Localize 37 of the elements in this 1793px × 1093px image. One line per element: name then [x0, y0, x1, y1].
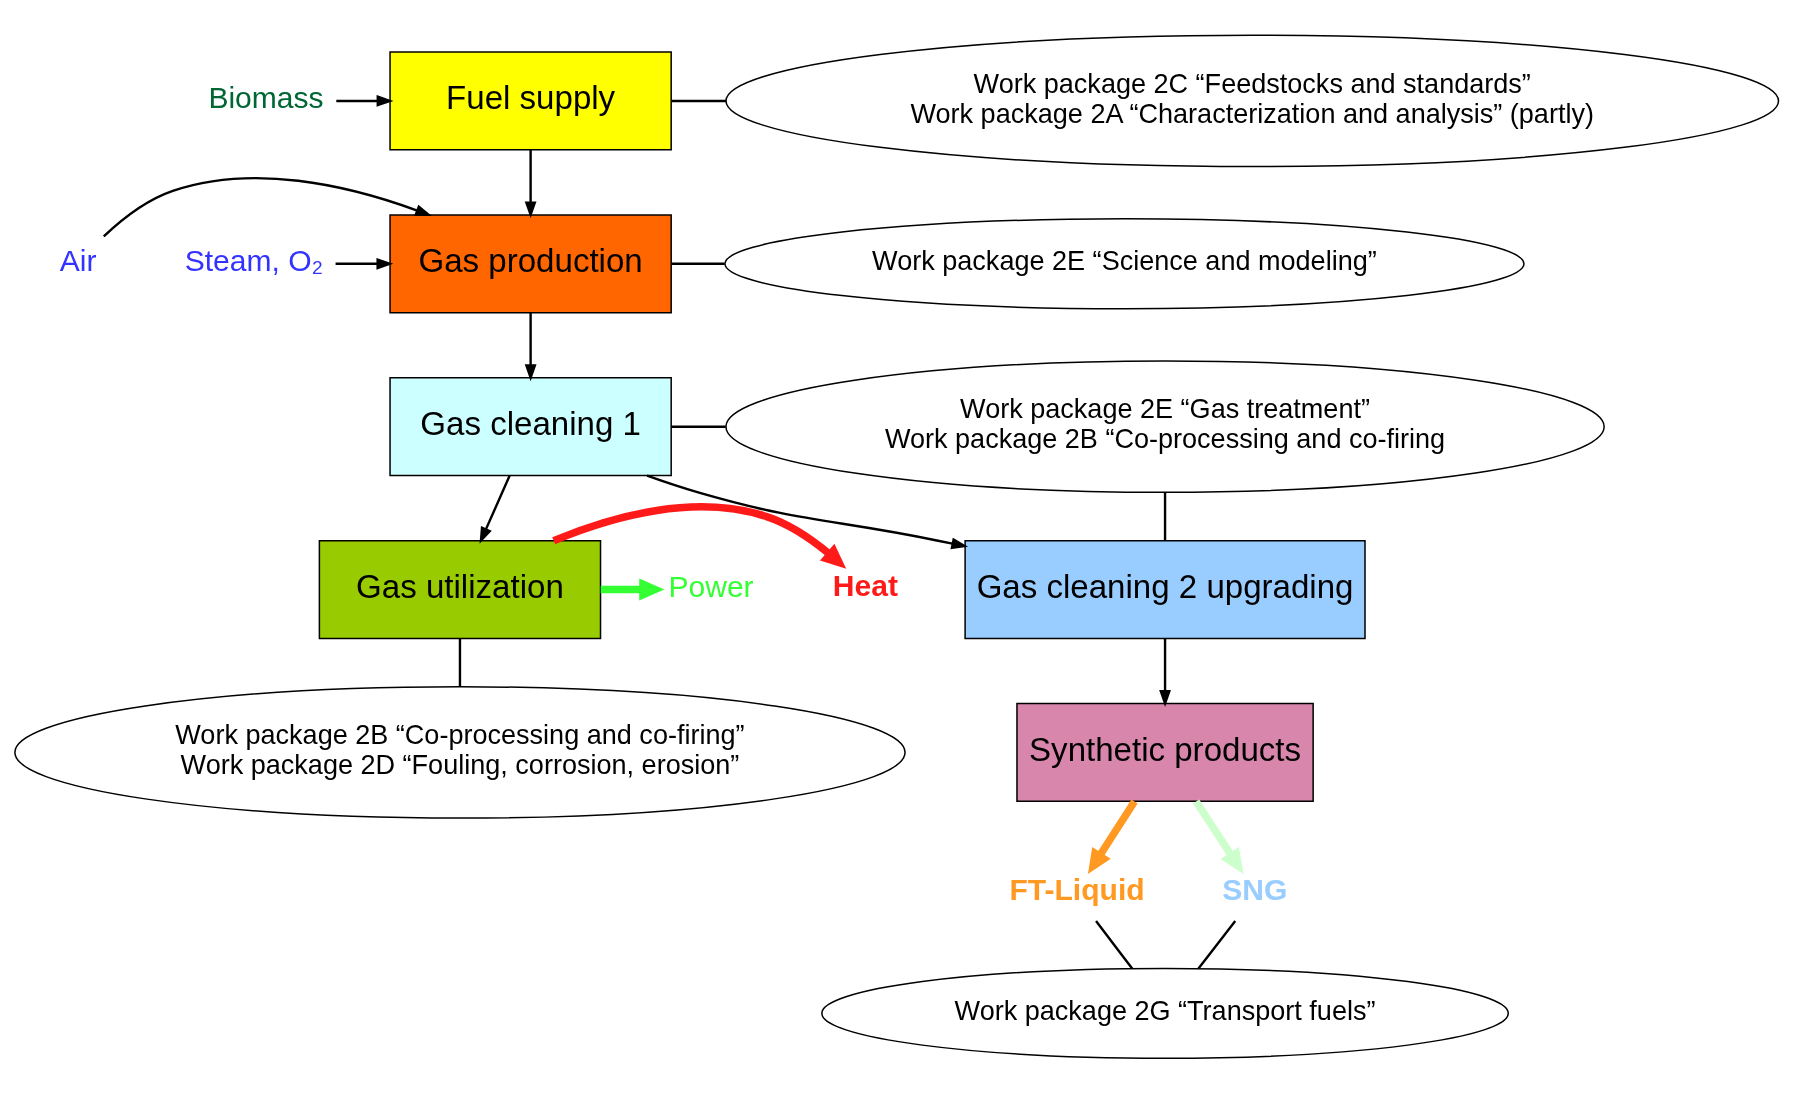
connector — [1163, 492, 1167, 541]
arrow — [646, 474, 969, 550]
arrow — [524, 312, 537, 382]
connector — [1095, 920, 1134, 970]
node-text: Heat — [832, 568, 898, 602]
arrow — [335, 257, 394, 270]
arrow — [479, 475, 511, 544]
connector — [1197, 920, 1237, 970]
node-text: SNG — [1222, 872, 1288, 906]
node-text: Steam, O₂ — [184, 244, 324, 278]
arrow — [102, 176, 432, 238]
arrow — [1159, 638, 1171, 707]
node-box: Synthetic products — [1016, 702, 1314, 803]
node-box: Gas cleaning 1 — [389, 377, 672, 477]
arrow — [524, 149, 537, 219]
node-text: FT-Liquid — [1009, 872, 1145, 906]
node-ellipse: Work package 2B “Co-processing and co-firing” Work package 2D “Fouling, corrosion, erosion” — [14, 686, 906, 819]
arrow — [1087, 799, 1138, 875]
node-ellipse: Work package 2C “Feedstocks and standards” Work package 2A “Characterization and analysis” (partly) — [725, 34, 1780, 168]
arrow — [600, 578, 665, 601]
connector — [671, 262, 725, 265]
node-text: Air — [59, 244, 97, 278]
connector — [671, 99, 726, 103]
node-box: Gas utilization — [318, 539, 602, 640]
node-ellipse: Work package 2E “Gas treatment” Work package 2B “Co-processing and co-firing — [725, 360, 1605, 494]
node-box: Fuel supply — [389, 51, 672, 151]
connector — [458, 638, 462, 687]
arrow — [552, 503, 847, 569]
node-ellipse: Work package 2G “Transport fuels” — [821, 967, 1509, 1060]
arrow — [336, 95, 394, 107]
node-ellipse: Work package 2E “Science and modeling” — [724, 218, 1525, 310]
node-text: Power — [668, 570, 754, 604]
connector — [671, 425, 726, 428]
arrow — [1192, 799, 1244, 874]
node-box: Gas cleaning 2 upgrading — [964, 539, 1366, 640]
node-text: Biomass — [208, 81, 324, 115]
node-box: Gas production — [389, 214, 672, 314]
